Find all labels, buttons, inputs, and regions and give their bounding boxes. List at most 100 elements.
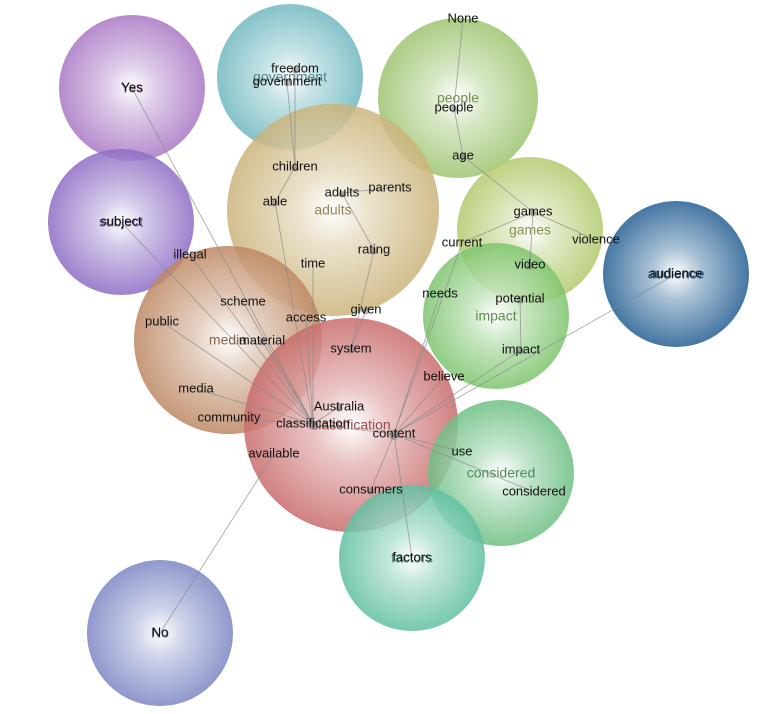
link-content-consumers [370, 433, 395, 491]
cluster-bubble-people [378, 18, 538, 178]
cluster-label-yes: Yes [121, 80, 144, 96]
cluster-labels: Yes government people subject adults games aud… [99, 69, 705, 641]
term-label-no: No [152, 624, 169, 639]
term-label-community: community [198, 409, 261, 424]
term-dot-material [258, 338, 266, 346]
term-dot-rating [370, 247, 378, 255]
term-label-considered: considered [502, 483, 566, 498]
cluster-label-games: games [509, 222, 551, 238]
term-dot-consumers [367, 487, 375, 495]
link-video-games [529, 211, 534, 266]
term-label-illegal: illegal [173, 246, 206, 261]
term-label-video: video [514, 256, 545, 271]
term-dot-government [283, 79, 291, 87]
term-label-people: people [434, 99, 473, 114]
term-label-freedom: freedom [271, 60, 319, 75]
term-label-access: access [286, 309, 327, 324]
term-label-children: children [272, 158, 318, 173]
link-potential-impact [519, 298, 522, 351]
term-dot-able [271, 199, 279, 207]
link-material-classification [261, 340, 314, 425]
link-rating-system [350, 249, 375, 350]
term-label-audience: audience [650, 265, 703, 280]
link-content-use [393, 433, 463, 453]
cluster-label-adults: adults [314, 202, 351, 218]
link-children-able [274, 166, 296, 203]
term-label-none: None [447, 10, 478, 25]
term-label-rating: rating [358, 241, 391, 256]
term-label-government: government [253, 73, 322, 88]
term-label-games: games [513, 203, 553, 218]
cluster-bubble-impact [423, 243, 569, 389]
link-age-games [462, 155, 534, 213]
link-needs-content [393, 293, 441, 435]
term-label-media: media [178, 380, 214, 395]
link-adults-rating [341, 192, 375, 251]
term-dot-adults [338, 190, 346, 198]
term-label-classification: classification [276, 415, 350, 430]
link-impact-content [393, 349, 522, 435]
term-dot-age [459, 153, 467, 161]
cluster-label-people: people [437, 90, 479, 106]
term-dot-impact [517, 347, 525, 355]
term-label-age: age [452, 147, 474, 162]
link-games-current [461, 211, 534, 244]
term-label-use: use [452, 443, 473, 458]
term-links [120, 18, 677, 634]
term-label-current: current [442, 234, 483, 249]
term-label-scheme: scheme [220, 293, 266, 308]
term-label-material: material [239, 332, 285, 347]
term-label-yes: Yes [121, 79, 143, 94]
term-dots [258, 66, 537, 495]
term-label-potential: potential [495, 290, 544, 305]
term-label-parents: parents [368, 179, 412, 194]
term-label-subject: subject [100, 213, 142, 228]
link-none-people [453, 18, 464, 109]
link-subject-classification [120, 221, 314, 425]
term-label-consumers: consumers [339, 481, 403, 496]
term-dot-classification [308, 420, 318, 430]
term-label-violence: violence [572, 231, 620, 246]
cluster-label-audience: audience [648, 266, 705, 282]
cluster-label-considered: considered [467, 465, 536, 481]
link-public-classification [161, 321, 314, 425]
link-content-factors [393, 433, 413, 559]
term-dot-system [347, 346, 355, 354]
term-label-time: time [301, 255, 326, 270]
cluster-label-subject: subject [99, 214, 143, 230]
link-yes-classification [131, 87, 314, 425]
term-label-available: available [248, 445, 299, 460]
term-label-adults: adults [325, 184, 360, 199]
link-scheme-classification [242, 301, 314, 425]
term-label-australia: Australia [314, 398, 365, 413]
term-dot-potential [516, 296, 524, 304]
link-available-no [159, 453, 275, 634]
term-dot-australia [335, 404, 343, 412]
link-able-classification [274, 201, 314, 425]
link-adults-parents [341, 187, 391, 194]
link-believe-content [393, 376, 445, 435]
cluster-label-impact: impact [475, 308, 516, 324]
cluster-label-media: media [209, 332, 247, 348]
link-community-classification [228, 417, 314, 425]
term-label-public: public [145, 313, 179, 328]
cluster-label-government: government [253, 69, 327, 85]
link-access-classification [305, 317, 314, 425]
term-label-content: content [373, 425, 416, 440]
cluster-bubbles [48, 4, 749, 706]
term-label-believe: believe [423, 368, 464, 383]
term-label-needs: needs [422, 285, 458, 300]
term-label-impact: impact [502, 341, 541, 356]
link-audience-content [393, 273, 677, 435]
term-dot-people [450, 105, 458, 113]
term-label-system: system [330, 340, 371, 355]
link-illegal-classification [189, 254, 314, 425]
term-dot-games [529, 209, 537, 217]
cluster-label-classification: classification [311, 417, 390, 433]
link-people-age [453, 107, 464, 157]
link-classification-content [312, 423, 395, 435]
link-given-system [350, 309, 367, 350]
term-label-given: given [350, 301, 381, 316]
link-media-classification [195, 388, 314, 425]
